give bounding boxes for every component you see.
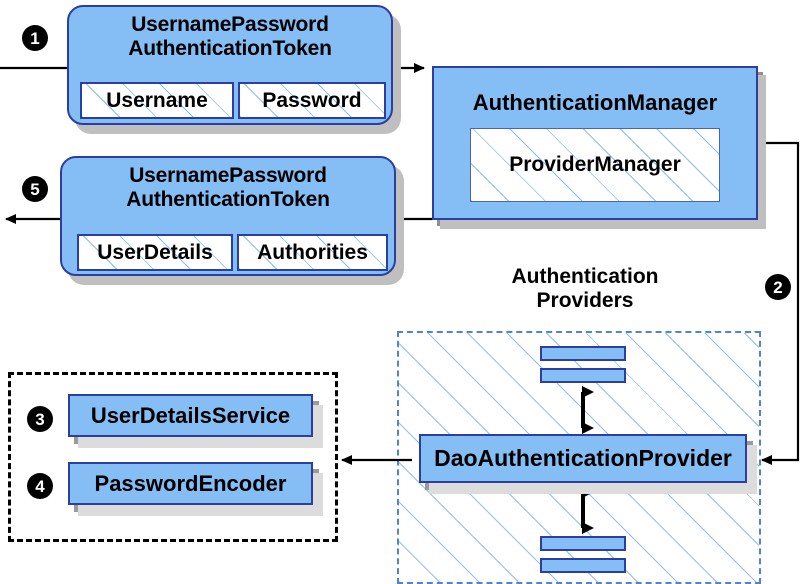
request-token-slot-username: Username [80,82,234,119]
provider-bar-lower-2 [540,558,626,573]
provider-manager-box: ProviderManager [470,128,720,202]
user-details-service-label: UserDetailsService [90,402,291,428]
response-token-title: UsernamePassword AuthenticationToken [62,164,394,211]
response-token-slot-userdetails: UserDetails [77,234,233,271]
user-details-service-box: UserDetailsService [68,394,313,437]
request-token-title-line2: AuthenticationToken [128,36,332,60]
request-token-slot-username-label: Username [106,88,208,112]
step-badge-3: 3 [27,406,53,432]
provider-bar-upper-1 [540,346,626,361]
authentication-providers-caption-line1: Authentication [511,265,659,288]
response-token-title-line2: AuthenticationToken [126,187,330,211]
authentication-providers-caption: Authentication Providers [455,265,715,313]
password-encoder-label: PasswordEncoder [94,470,287,496]
response-token-title-line1: UsernamePassword [129,164,327,187]
step-badge-2: 2 [765,274,791,300]
provider-manager-label: ProviderManager [509,153,681,176]
collaborators-group [8,372,338,542]
dao-authentication-provider-label: DaoAuthenticationProvider [434,445,732,471]
request-token-slot-password: Password [238,82,386,119]
response-token-slot-userdetails-label: UserDetails [97,240,213,264]
step-badge-1: 1 [22,25,48,51]
provider-bar-lower-1 [540,536,626,551]
step-badge-4: 4 [27,473,53,499]
step-badge-5: 5 [22,176,48,202]
request-token-title-line1: UsernamePassword [131,13,329,36]
response-token-slot-authorities: Authorities [237,234,388,271]
wire-manager-to-provider [758,141,800,465]
authentication-manager-title: AuthenticationManager [472,90,718,115]
provider-bar-upper-2 [540,368,626,383]
response-token-slot-authorities-label: Authorities [257,240,368,264]
request-token-card: UsernamePassword AuthenticationToken Use… [67,5,393,125]
authentication-providers-caption-line2: Providers [536,289,634,313]
password-encoder-box: PasswordEncoder [68,462,313,505]
request-token-slot-password-label: Password [262,88,362,112]
authentication-manager-box: AuthenticationManager ProviderManager [432,66,758,220]
dao-authentication-provider-box: DaoAuthenticationProvider [419,434,747,483]
response-token-card: UsernamePassword AuthenticationToken Use… [60,156,396,276]
request-token-title: UsernamePassword AuthenticationToken [69,13,391,60]
